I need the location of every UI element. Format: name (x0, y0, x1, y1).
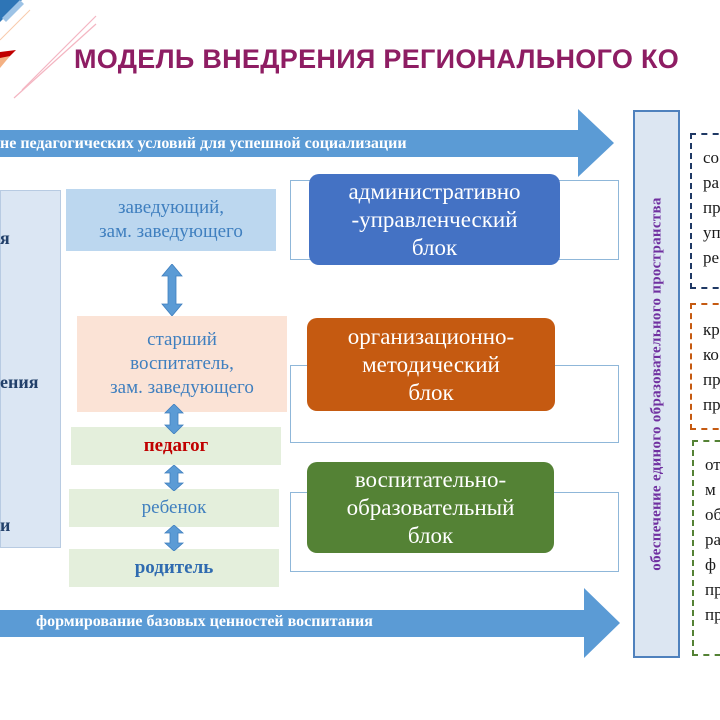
block-method-line-3: блок (408, 379, 454, 405)
top-arrow-label: не педагогических условий для успешной с… (0, 135, 407, 152)
block-admin: административно -управленческий блок (309, 174, 560, 265)
top-arrow (0, 109, 614, 177)
block-admin-line-2: -управленческий (351, 206, 518, 232)
right-box-3-line: м (705, 480, 716, 499)
block-method: организационно- методический блок (307, 318, 555, 411)
double-arrow-2 (164, 404, 184, 434)
right-box-1-line: ра (703, 173, 720, 192)
right-box-3-line: пр (705, 580, 720, 599)
role-senior-line-3: зам. заведующего (110, 377, 254, 398)
bottom-arrow-label: формирование базовых ценностей воспитани… (36, 613, 373, 630)
block-method-line-2: методический (362, 351, 500, 377)
right-box-3: от м об ра ф пр пр (692, 440, 720, 656)
page-title: МОДЕЛЬ ВНЕДРЕНИЯ РЕГИОНАЛЬНОГО КО (74, 44, 680, 74)
role-senior-line-2: воспитатель, (130, 353, 234, 374)
right-box-2-line: кр (703, 320, 720, 339)
right-box-2-line: пр (703, 395, 720, 414)
block-method-line-1: организационно- (347, 323, 515, 349)
corner-decoration (0, 0, 97, 99)
double-arrow-3 (163, 465, 185, 491)
vertical-bar-text: обеспечение единого образовательного про… (648, 197, 664, 571)
left-panel (0, 190, 61, 548)
left-panel-text-1: я (0, 228, 10, 248)
right-box-3-line: ф (705, 555, 717, 574)
right-box-3-line: ра (705, 530, 720, 549)
role-senior: старший воспитатель, зам. заведующего (77, 316, 287, 412)
block-admin-line-3: блок (411, 234, 458, 260)
right-box-3-line: об (705, 505, 720, 524)
right-box-3-line: от (705, 455, 720, 474)
right-box-2: кр ко пр пр (690, 303, 720, 430)
right-box-1-line: уп (703, 223, 720, 242)
double-arrow-4 (163, 525, 185, 551)
right-box-1: со ра пр уп ре (690, 133, 720, 289)
role-parent: родитель (69, 549, 279, 587)
block-edu-line-1: воспитательно- (354, 466, 507, 492)
vertical-bar: обеспечение единого образовательного про… (633, 110, 680, 658)
block-edu: воспитательно- образовательный блок (307, 462, 554, 553)
role-child: ребенок (69, 489, 279, 527)
right-box-1-line: пр (703, 198, 720, 217)
right-box-2-line: ко (703, 345, 719, 364)
role-senior-line-1: старший (147, 329, 217, 350)
block-edu-line-2: образовательный (346, 494, 515, 520)
role-head-line-1: заведующий, (117, 197, 225, 218)
right-box-1-line: со (703, 148, 720, 167)
right-box-1-line: ре (703, 248, 720, 267)
block-admin-line-1: административно (348, 178, 521, 204)
role-head-line-2: зам. заведующего (99, 221, 243, 242)
left-panel-text-2: ения (0, 372, 39, 392)
right-box-3-line: пр (705, 605, 720, 624)
bottom-arrow (0, 588, 620, 658)
role-teacher: педагог (71, 427, 281, 465)
role-head: заведующий, зам. заведующего (66, 189, 276, 251)
right-box-2-line: пр (703, 370, 720, 389)
block-edu-line-3: блок (407, 522, 454, 548)
double-arrow-1 (161, 264, 183, 316)
left-panel-text-3: и (0, 515, 11, 535)
